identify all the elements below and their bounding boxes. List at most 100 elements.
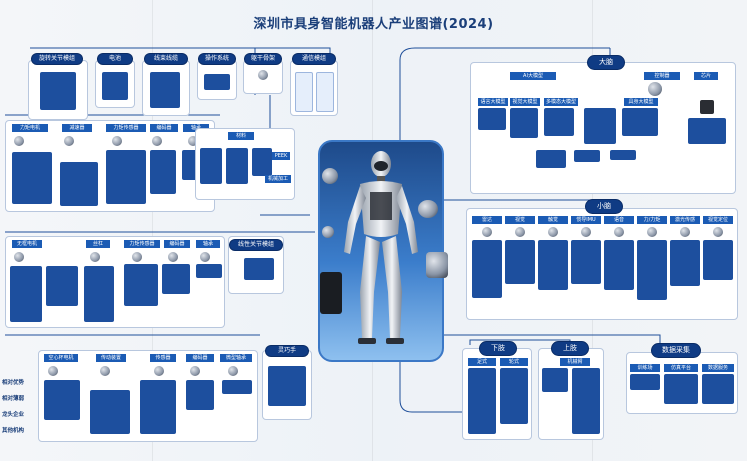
page-title: 深圳市具身智能机器人产业图谱(2024) (253, 17, 494, 32)
tag-cerebellum-item: 视觉 (505, 216, 535, 224)
company-card (472, 240, 502, 298)
company-card (295, 72, 313, 112)
header-dexterous-hand: 灵巧手 (266, 346, 308, 356)
reducer-icon (418, 200, 438, 218)
company-card (186, 380, 214, 410)
gear-icon (64, 136, 74, 146)
header-linear-module: 线性关节模组 (230, 240, 282, 250)
sensor-icon (548, 227, 558, 237)
header-rotary-joint: 旋转关节模组 (32, 54, 82, 64)
company-card (40, 72, 76, 110)
tag-cerebellum-item: 语音 (604, 216, 634, 224)
header-upper-limb: 上肢 (552, 342, 588, 355)
company-card (84, 266, 114, 322)
legend-weak: 相对薄弱 (2, 396, 25, 402)
company-card (222, 380, 252, 394)
sensor-icon (515, 227, 525, 237)
company-card (244, 258, 274, 280)
tag-embodied-model: 具身大模型 (624, 98, 658, 106)
tag-torque-sensor-2: 力矩传感器 (124, 240, 160, 248)
sensor-icon (614, 227, 624, 237)
sensor-icon (132, 252, 142, 262)
humanoid-robot-illustration (318, 140, 444, 362)
controller-icon (648, 82, 662, 96)
company-card (544, 108, 574, 136)
tag-transmission: 传动装置 (96, 354, 126, 362)
part-icon (258, 70, 268, 80)
sensor-icon (713, 227, 723, 237)
company-card (664, 374, 698, 404)
company-card (102, 72, 128, 100)
tag-cerebellum-item: 惯导IMU (571, 216, 601, 224)
header-wiring: 线束线缆 (145, 54, 187, 64)
tag-sensor: 传感器 (150, 354, 176, 362)
tag-screw: 丝杠 (86, 240, 110, 248)
company-card (268, 366, 306, 406)
actuator-icon (322, 168, 338, 184)
company-card (90, 390, 130, 434)
company-card (150, 150, 176, 194)
company-card (196, 264, 222, 278)
gear-icon (100, 366, 110, 376)
company-card (140, 380, 176, 434)
bearing-icon (200, 252, 210, 262)
company-card (46, 266, 78, 306)
company-card (124, 264, 158, 306)
sensor-icon (112, 136, 122, 146)
company-card (688, 118, 726, 144)
tag-material: 材料 (228, 132, 254, 140)
sensor-icon (680, 227, 690, 237)
company-card (630, 374, 660, 390)
company-card (252, 148, 272, 176)
company-card (574, 150, 600, 162)
header-comm: 通信模组 (293, 54, 335, 64)
tag-chip: 芯片 (694, 72, 718, 80)
company-card (670, 240, 700, 286)
bearing-icon (188, 136, 198, 146)
tag-language-model: 语言大模型 (478, 98, 508, 106)
company-card (60, 162, 98, 206)
tag-torque-sensor: 力矩传感器 (106, 124, 146, 132)
company-card (44, 380, 80, 420)
tag-controller: 控制器 (644, 72, 680, 80)
battery-panel (95, 60, 135, 108)
tag-micro-bearing: 微型轴承 (220, 354, 252, 362)
tag-legged: 足式 (468, 358, 496, 366)
header-data-collection: 数据采集 (652, 344, 700, 357)
company-card (204, 74, 230, 90)
header-frame: 躯干骨架 (245, 54, 281, 64)
company-card (610, 150, 636, 160)
leg-module-icon (426, 252, 448, 278)
company-card (200, 148, 222, 184)
header-brain: 大脑 (588, 56, 624, 69)
company-card (505, 240, 535, 284)
motor-icon (14, 136, 24, 146)
company-card (536, 150, 566, 168)
header-lower-limb: 下肢 (480, 342, 516, 355)
company-card (150, 72, 180, 108)
tag-encoder-3: 编码器 (186, 354, 214, 362)
legend-advantage: 相对优势 (2, 380, 25, 386)
company-card (106, 150, 146, 204)
company-card (478, 108, 506, 130)
tag-reducer: 减速器 (62, 124, 92, 132)
tag-ai-model: AI大模型 (510, 72, 556, 80)
tag-torque-motor: 力矩电机 (12, 124, 48, 132)
bearing-icon (228, 366, 238, 376)
company-card (542, 368, 568, 392)
sensor-icon (647, 227, 657, 237)
company-card (316, 72, 334, 112)
company-card (538, 240, 568, 290)
company-card (584, 108, 616, 144)
company-card (10, 266, 42, 322)
company-card (468, 368, 496, 434)
sensor-icon (581, 227, 591, 237)
company-card (510, 108, 538, 138)
fold-line (152, 0, 153, 461)
company-card (500, 368, 528, 424)
encoder-icon (190, 366, 200, 376)
company-card (162, 264, 190, 294)
tag-training-field: 训练场 (630, 364, 660, 372)
legend-leader: 龙头企业 (2, 412, 25, 418)
